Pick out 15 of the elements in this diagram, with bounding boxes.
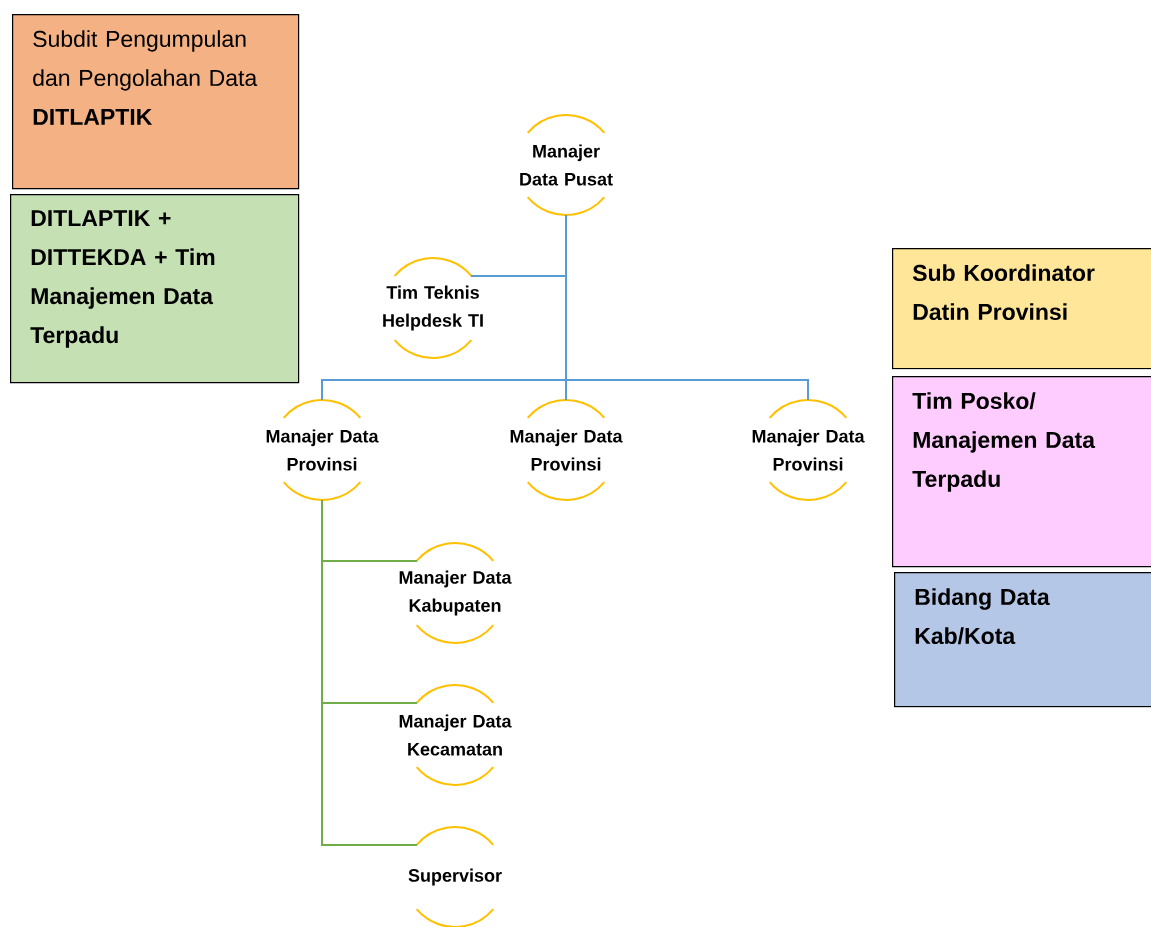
circle-node: Manajer Data Provinsi [510, 399, 623, 501]
circle-node: Manajer Data Provinsi [266, 399, 379, 501]
legend-text: Bidang Data Kab/Kota [915, 588, 1050, 645]
legend-text: Tim Posko/ Manajemen Data Terpadu [912, 392, 1096, 492]
legend-text: DITLAPTIK + DITTEKDA + Tim Manajemen Data Terpadu [30, 210, 215, 348]
circle-node: Tim Teknis Helpdesk TI [383, 257, 483, 359]
legend-text: Sub Koordinator Datin Provinsi [912, 264, 1095, 321]
circle-node: Manajer Data Pusat [520, 114, 613, 216]
connector [565, 214, 809, 401]
legend-text: Subdit Pengumpulan dan Pengolahan Data DITLAPTIK [33, 30, 258, 125]
connector [321, 499, 418, 846]
circle-node: Supervisor [408, 826, 502, 927]
circle-node: Manajer Data Kecamatan [399, 684, 512, 786]
circle-node: Manajer Data Provinsi [752, 399, 865, 501]
circle-node: Manajer Data Kabupaten [399, 542, 512, 644]
